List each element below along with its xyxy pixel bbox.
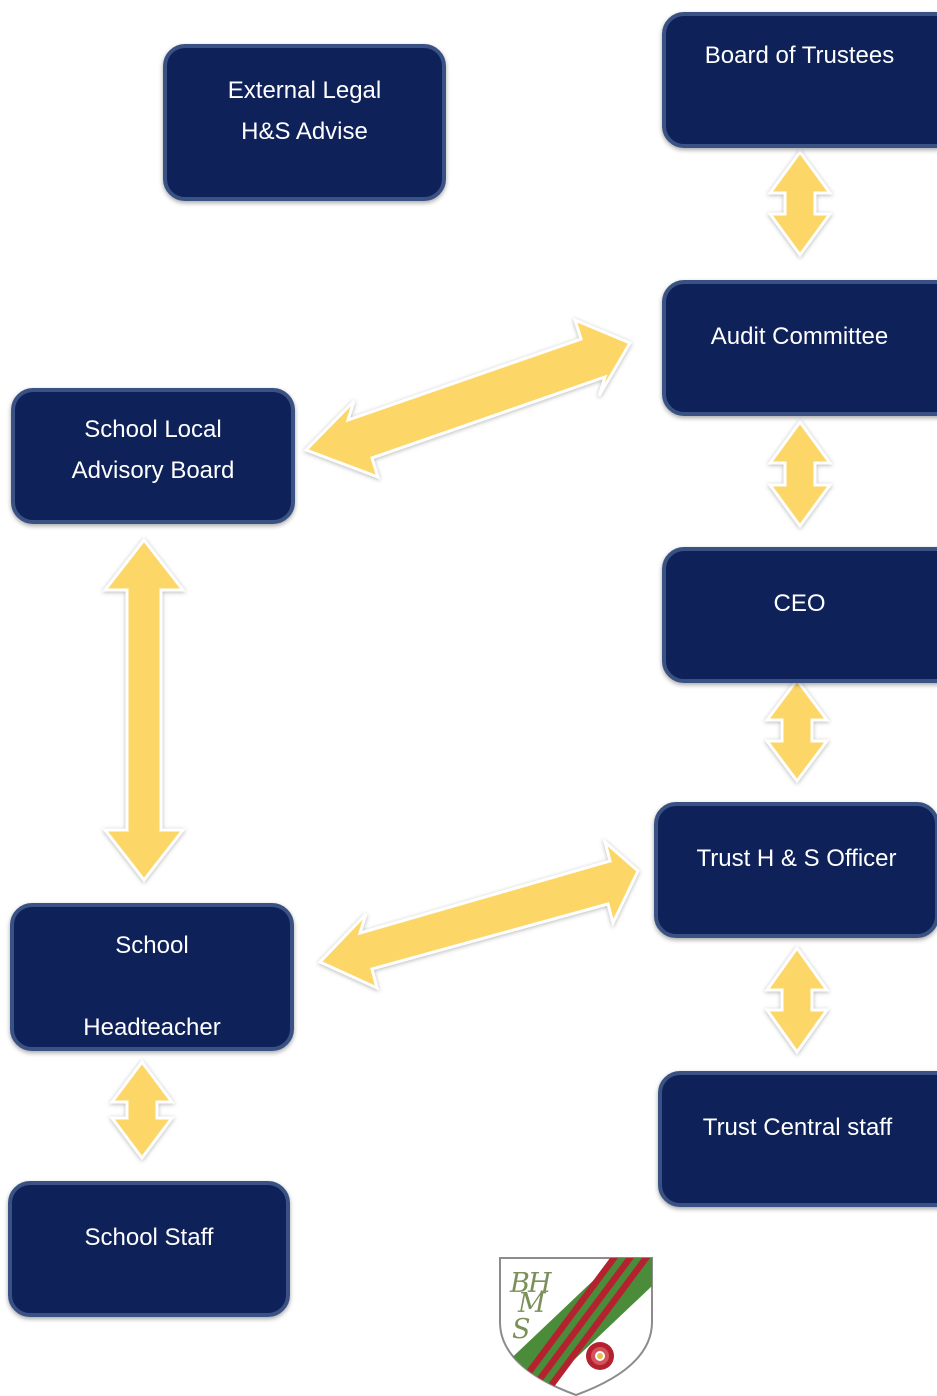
arrow-officer-central xyxy=(764,945,830,1055)
logo-letter-h: H xyxy=(527,1268,552,1299)
arrow-advisory-headteacher xyxy=(101,537,187,883)
arrow-ceo-officer xyxy=(764,677,830,784)
arrow-advisory-audit xyxy=(303,317,633,480)
arrow-audit-ceo xyxy=(767,419,833,529)
node-ceo: CEO xyxy=(662,547,937,683)
node-board-of-trustees: Board of Trustees xyxy=(662,12,937,148)
logo-letter-s: S xyxy=(512,1314,531,1345)
node-school-staff: School Staff xyxy=(8,1181,290,1317)
school-crest-logo: B H M S xyxy=(499,1257,653,1396)
node-trust-central-staff: Trust Central staff xyxy=(658,1071,937,1207)
arrow-headteacher-officer xyxy=(317,837,640,991)
arrow-headteacher-staff xyxy=(109,1059,175,1161)
arrow-trustees-audit xyxy=(767,149,833,258)
node-external-legal: External Legal H&S Advise xyxy=(163,44,446,201)
node-trust-hs-officer: Trust H & S Officer xyxy=(654,802,937,938)
logo-letter-b: B xyxy=(509,1268,530,1299)
rose-icon xyxy=(586,1342,614,1370)
node-school-local-advisory-board: School Local Advisory Board xyxy=(11,388,295,524)
node-audit-committee: Audit Committee xyxy=(662,280,937,416)
node-school-headteacher: School Headteacher xyxy=(10,903,294,1051)
logo-letter-m: M xyxy=(517,1288,547,1319)
